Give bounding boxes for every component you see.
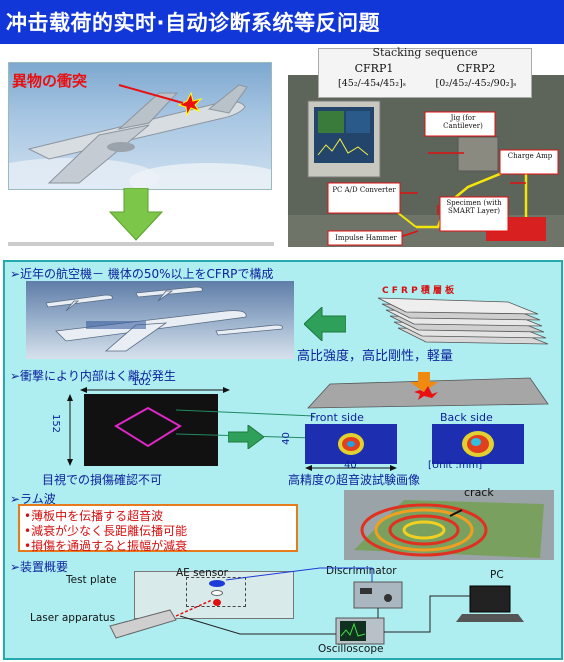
front-scan-illustration — [338, 433, 364, 455]
impact-icon — [177, 91, 203, 117]
experiment-photo — [288, 75, 564, 247]
lamb-wave-image — [344, 490, 554, 560]
cfrp-plate-label: C F R P 積 層 板 — [382, 286, 455, 296]
visual-caption: 目視での損傷確認不可 — [42, 473, 163, 487]
left-arrow-icon — [304, 307, 346, 341]
white-marker-icon — [211, 590, 223, 596]
cfrp-plates-illustration — [377, 297, 549, 345]
unit-label: [Unit :mm] — [428, 460, 483, 471]
impact-burst-icon — [414, 386, 438, 400]
oscilloscope-label: Oscilloscope — [318, 643, 384, 655]
apparatus-diagram — [109, 567, 524, 645]
down-arrow-icon — [108, 188, 164, 241]
cfrp2-label: CFRP2 — [456, 62, 496, 75]
airliners-photo — [26, 281, 294, 359]
pc-converter-label: PC A/D Converter — [332, 186, 396, 194]
section2-heading: ➢衝撃により内部はく離が発生 — [10, 369, 176, 383]
lamb-wave-bullets: •薄板中を伝播する超音波 •減衰が少なく長距離伝播可能 •損傷を通過すると振幅が… — [18, 504, 298, 553]
specimen-label: Specimen (with SMART Layer) — [446, 199, 502, 215]
impact-plate-illustration — [307, 372, 549, 409]
airplane-illustration — [9, 84, 271, 189]
dimension-height: 152 — [50, 413, 62, 434]
laser-point-icon — [213, 599, 221, 606]
ultrasound-caption: 高精度の超音波試験画像 — [288, 473, 421, 487]
dimension-small-width: 40 — [344, 460, 357, 471]
cfrp1-label: CFRP1 — [354, 62, 394, 75]
airplane-photo — [8, 62, 272, 190]
dimension-small-height: 40 — [280, 432, 292, 445]
front-ultrasound-image — [305, 424, 397, 464]
laser-label: Laser apparatus — [30, 612, 116, 624]
test-plate — [134, 571, 294, 619]
charge-amp-label: Charge Amp — [507, 152, 553, 160]
stacking-sequence-box — [318, 48, 532, 98]
small-width-arrow — [305, 465, 397, 471]
crack-label: crack — [464, 486, 494, 499]
ae-sensor-icon — [209, 580, 225, 587]
cfrp1-sequence: [45₂/-45₄/45₂]ₛ — [338, 78, 406, 89]
bullet-item: •薄板中を伝播する超音波 — [24, 509, 164, 523]
section1-heading: ➢近年の航空機－ 機体の50%以上をCFRPで構成 — [10, 267, 274, 281]
ae-sensor-label: AE sensor — [176, 567, 228, 579]
section4-heading: ➢装置概要 — [10, 560, 69, 574]
sensor-area — [186, 577, 246, 607]
strength-caption: 高比強度，高比剛性，軽量 — [297, 349, 454, 364]
bullet-item: •損傷を通過すると振幅が減衰 — [24, 539, 188, 553]
back-ultrasound-image — [432, 424, 524, 464]
lamb-wave-illustration — [354, 500, 544, 558]
specimen-black-plate — [84, 394, 218, 466]
impulse-hammer-label: Impulse Hammer — [335, 234, 397, 242]
impact-label: 異物の衝突 — [12, 72, 88, 90]
height-dimension-arrow — [67, 394, 73, 466]
airliners-illustration — [45, 286, 283, 352]
width-dimension-arrow — [80, 387, 230, 393]
stacking-title: Stacking sequence — [372, 46, 478, 59]
damage-outline — [114, 406, 182, 448]
back-side-label: Back side — [440, 411, 493, 424]
dimension-width: 102 — [132, 377, 152, 388]
cfrp2-sequence: [0₂/45₂/-45₂/90₂]ₛ — [435, 78, 517, 89]
back-scan-illustration — [462, 431, 494, 457]
title-bar — [0, 0, 564, 44]
pc-label: PC — [490, 569, 504, 581]
page-title: 冲击载荷的实时·自动诊断系统等反问题 — [6, 11, 380, 35]
section3-heading: ➢ラム波 — [10, 492, 56, 506]
front-side-label: Front side — [310, 411, 364, 424]
experiment-illustration — [288, 75, 564, 247]
right-arrow-icon — [228, 425, 264, 449]
jig-label: Jig (for Cantilever) — [443, 114, 483, 130]
test-plate-label: Test plate — [66, 574, 117, 586]
divider-line — [8, 242, 274, 246]
bullet-item: •減衰が少なく長距離伝播可能 — [24, 524, 188, 538]
